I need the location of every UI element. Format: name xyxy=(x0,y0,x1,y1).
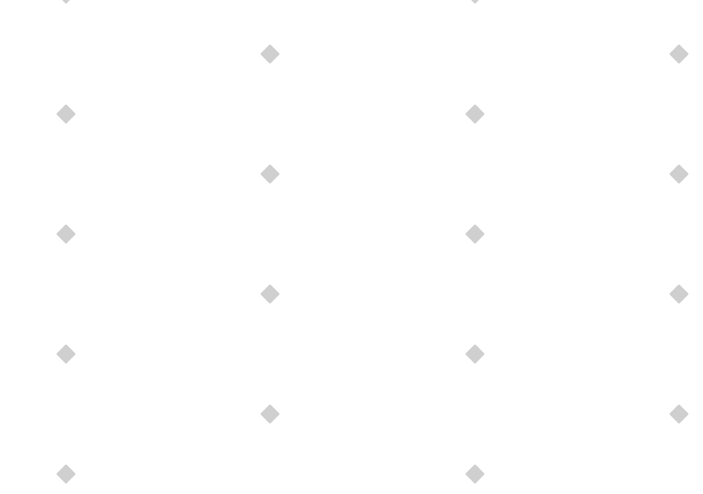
diamond-icon xyxy=(56,224,76,244)
diamond-icon xyxy=(669,404,689,424)
diamond-icon xyxy=(465,224,485,244)
diamond-icon xyxy=(465,344,485,364)
diamond-icon xyxy=(669,44,689,64)
diamond-icon xyxy=(56,104,76,124)
diamond-icon xyxy=(669,284,689,304)
diamond-icon xyxy=(465,104,485,124)
diamond-icon xyxy=(56,0,76,4)
diamond-icon xyxy=(260,284,280,304)
diamond-icon xyxy=(260,44,280,64)
diamond-icon xyxy=(56,464,76,484)
diamond-icon xyxy=(669,164,689,184)
diamond-icon xyxy=(465,464,485,484)
diamond-icon xyxy=(260,404,280,424)
diamond-icon xyxy=(260,164,280,184)
diamond-icon xyxy=(56,344,76,364)
diamond-icon xyxy=(465,0,485,4)
